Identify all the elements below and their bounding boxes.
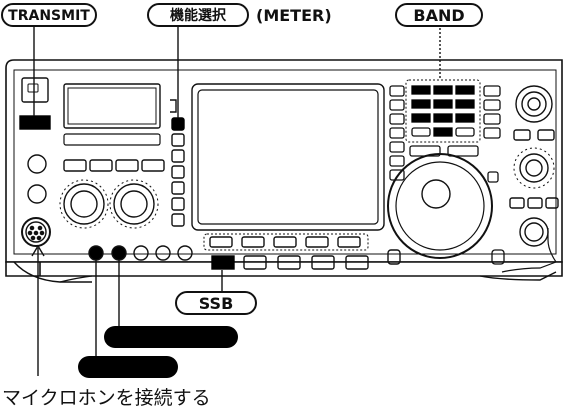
jack-4 — [155, 245, 171, 261]
jack-3 — [133, 245, 149, 261]
side-key[interactable] — [171, 213, 185, 227]
screen-key[interactable] — [305, 236, 329, 248]
main-tuning-dial[interactable] — [387, 153, 493, 259]
jack-key[interactable] — [111, 245, 127, 261]
keypad-side-key[interactable] — [389, 113, 405, 125]
band-key-general[interactable] — [411, 127, 431, 137]
band-key[interactable] — [455, 99, 475, 109]
right-key[interactable] — [545, 197, 559, 209]
jack-phones[interactable] — [88, 245, 104, 261]
screen-key[interactable] — [273, 236, 297, 248]
mode-key[interactable] — [243, 255, 267, 270]
function-key[interactable] — [115, 159, 139, 172]
callout-ssb: SSB — [175, 291, 257, 315]
knob-mid-right[interactable] — [513, 147, 555, 189]
right-knob-section — [509, 85, 559, 247]
keypad-side-key[interactable] — [389, 85, 405, 97]
mode-key[interactable] — [277, 255, 301, 270]
side-key[interactable] — [171, 149, 185, 163]
blank-callout-upper — [104, 326, 238, 348]
microphone-caption: マイクロホンを接続する — [2, 387, 211, 409]
side-key[interactable] — [171, 197, 185, 211]
knob-bottom-right[interactable] — [519, 217, 549, 247]
band-keys — [411, 85, 475, 123]
function-key[interactable] — [141, 159, 165, 172]
band-key[interactable] — [455, 85, 475, 95]
right-key[interactable] — [527, 197, 543, 209]
side-key[interactable] — [171, 165, 185, 179]
function-key[interactable] — [63, 159, 87, 172]
band-key[interactable] — [433, 127, 453, 137]
right-key[interactable] — [509, 197, 525, 209]
meter-button[interactable] — [171, 117, 185, 131]
knob-squelch[interactable] — [109, 179, 159, 229]
keypad-side-key[interactable] — [389, 155, 405, 167]
main-screen-bezel — [191, 83, 385, 231]
wide-key[interactable] — [447, 145, 479, 157]
ssb-button[interactable] — [211, 255, 235, 270]
right-key[interactable] — [537, 129, 555, 141]
jack-5 — [177, 245, 193, 261]
side-key[interactable] — [171, 181, 185, 195]
band-keypad-frame — [405, 79, 481, 143]
keypad-side-key[interactable] — [389, 99, 405, 111]
mode-key[interactable] — [345, 255, 369, 270]
function-key[interactable] — [89, 159, 113, 172]
center-section — [170, 83, 401, 270]
keypad-side-key[interactable] — [389, 169, 405, 181]
transmit-label: TRANSMIT — [8, 8, 90, 24]
small-key[interactable] — [387, 249, 401, 265]
keypad-right-key[interactable] — [483, 127, 501, 139]
dial-side-key[interactable] — [491, 249, 505, 265]
keypad-right-key[interactable] — [483, 85, 501, 97]
blank-callout-lower — [78, 356, 178, 378]
band-key[interactable] — [433, 99, 453, 109]
band-key[interactable] — [455, 113, 475, 123]
keypad-right-key[interactable] — [483, 113, 501, 125]
callout-transmit: TRANSMIT — [1, 3, 97, 27]
side-key[interactable] — [171, 133, 185, 147]
band-key[interactable] — [411, 85, 431, 95]
screen-key[interactable] — [337, 236, 361, 248]
band-key[interactable] — [411, 99, 431, 109]
screen-key[interactable] — [209, 236, 233, 248]
band-keypad-section — [387, 79, 505, 265]
microphone-connector[interactable] — [21, 217, 51, 247]
right-key[interactable] — [513, 129, 531, 141]
indicator-square — [21, 77, 49, 103]
band-label: BAND — [413, 6, 464, 25]
keypad-side-key[interactable] — [389, 141, 405, 153]
round-button-lower[interactable] — [27, 184, 47, 204]
callout-leaders — [33, 24, 441, 376]
mic-arrow-head — [31, 244, 45, 257]
keypad-right-key[interactable] — [483, 99, 501, 111]
band-key-input[interactable] — [455, 127, 475, 137]
main-screen — [197, 89, 379, 225]
dial-side-key[interactable] — [487, 171, 499, 183]
mode-key[interactable] — [311, 255, 335, 270]
screen-key[interactable] — [241, 236, 265, 248]
keypad-side-key[interactable] — [389, 127, 405, 139]
function-select-label: 機能選択 — [170, 7, 227, 24]
band-key[interactable] — [433, 85, 453, 95]
knob-top-right[interactable] — [515, 85, 553, 123]
knob-af-rf[interactable] — [59, 179, 109, 229]
sub-display — [63, 83, 161, 129]
callout-band: BAND — [395, 3, 483, 27]
meter-label: (METER) — [256, 6, 332, 25]
ssb-label: SSB — [199, 294, 234, 313]
band-key[interactable] — [433, 113, 453, 123]
transmit-button[interactable] — [19, 115, 51, 130]
left-section — [19, 77, 193, 261]
round-button-upper[interactable] — [27, 154, 47, 174]
callout-function-select: 機能選択 (METER) — [147, 3, 332, 27]
band-key[interactable] — [411, 113, 431, 123]
